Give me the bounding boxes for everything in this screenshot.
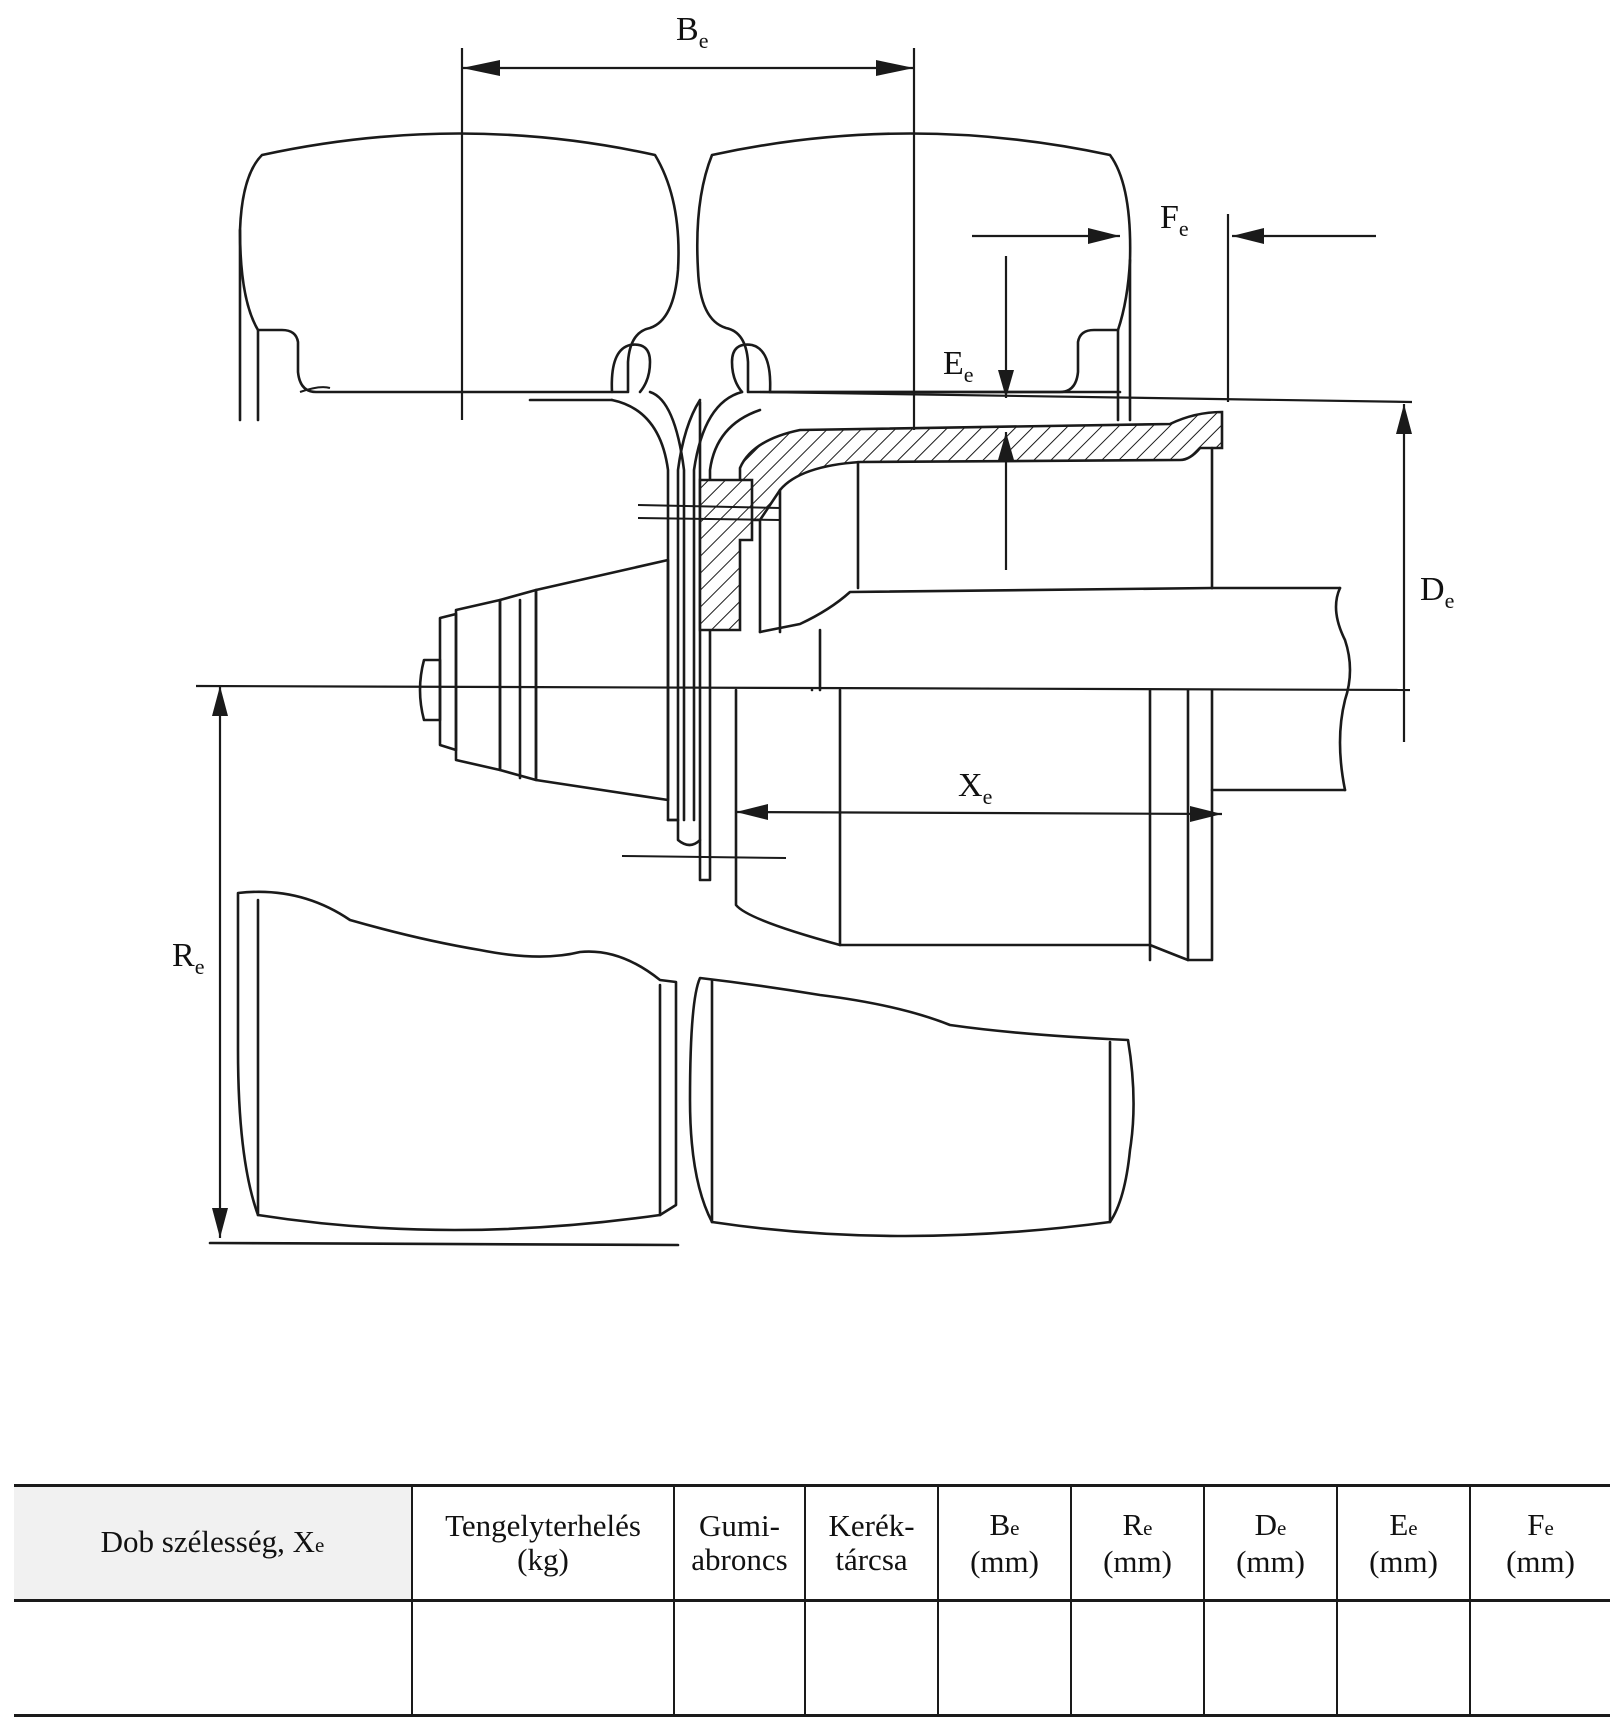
table-cell[interactable] bbox=[1070, 1600, 1205, 1716]
dimension-de bbox=[1396, 404, 1412, 742]
lower-inner-tyre bbox=[208, 890, 680, 1247]
dimension-xe bbox=[735, 804, 1223, 822]
header-tyre: Gumi-abroncs bbox=[673, 1485, 806, 1601]
table-cell[interactable] bbox=[1336, 1600, 1471, 1716]
table-row bbox=[14, 1600, 1610, 1716]
label-fe: Fe bbox=[1160, 199, 1189, 241]
table-cell[interactable] bbox=[804, 1600, 939, 1716]
table-cell[interactable] bbox=[1469, 1600, 1610, 1716]
table-cell[interactable] bbox=[937, 1600, 1072, 1716]
stud-bolts bbox=[621, 504, 787, 859]
table-cell[interactable] bbox=[1203, 1600, 1338, 1716]
lower-outer-tyre bbox=[688, 976, 1135, 1238]
brake-drum bbox=[698, 410, 1352, 962]
header-ee: Ee(mm) bbox=[1336, 1485, 1471, 1601]
label-re: Re bbox=[172, 937, 204, 979]
wheel-hub-drum-diagram: Be Fe Ee De Xe bbox=[172, 11, 1454, 1247]
header-be: Be(mm) bbox=[937, 1485, 1072, 1601]
header-de: De(mm) bbox=[1203, 1485, 1338, 1601]
header-wheel-disc: Kerék-tárcsa bbox=[804, 1485, 939, 1601]
header-re: Re(mm) bbox=[1070, 1485, 1205, 1601]
label-de: De bbox=[1420, 571, 1454, 613]
label-xe: Xe bbox=[958, 767, 992, 809]
label-be: Be bbox=[676, 11, 708, 53]
table-cell[interactable] bbox=[411, 1600, 675, 1716]
dimension-be bbox=[460, 48, 916, 430]
dimension-spec-table: Dob szélesség, Xe Tengelyterhelés(kg) Gu… bbox=[14, 1484, 1610, 1717]
label-ee: Ee bbox=[943, 345, 974, 387]
wheel-discs bbox=[610, 390, 762, 882]
dimension-fe bbox=[972, 214, 1376, 402]
table-header-row: Dob szélesség, Xe Tengelyterhelés(kg) Gu… bbox=[14, 1485, 1610, 1601]
upper-outer-tyre bbox=[695, 132, 1132, 422]
dimension-re bbox=[212, 686, 228, 1238]
table-cell[interactable] bbox=[14, 1600, 413, 1716]
hub-and-nut bbox=[418, 558, 670, 802]
header-axle-load: Tengelyterhelés(kg) bbox=[411, 1485, 675, 1601]
header-drum-width: Dob szélesség, Xe bbox=[14, 1485, 413, 1601]
dimension-ee bbox=[759, 256, 1413, 570]
header-fe: Fe(mm) bbox=[1469, 1485, 1610, 1601]
table-cell[interactable] bbox=[673, 1600, 806, 1716]
axle-centre-line bbox=[195, 684, 1411, 692]
